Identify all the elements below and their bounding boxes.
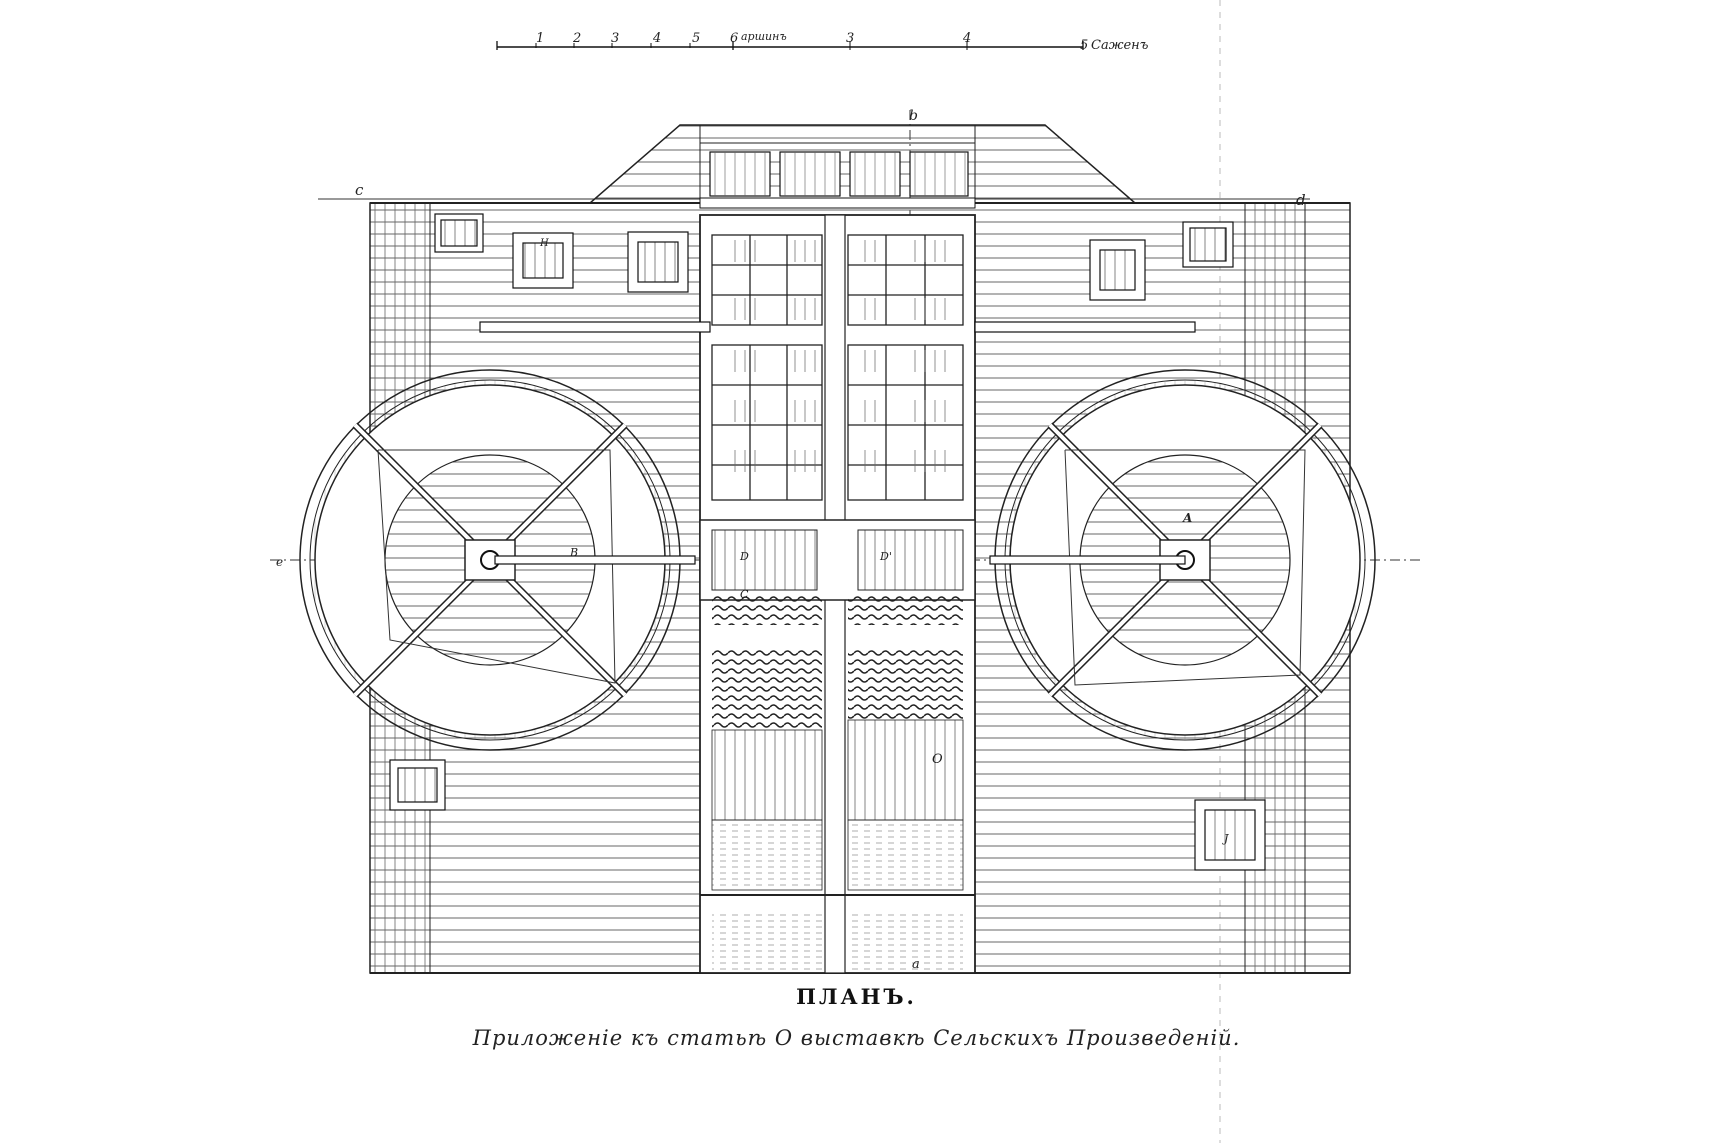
letter-labels: a b c d e A B D D' C H O J <box>276 108 1306 972</box>
central-mill-house <box>699 214 976 974</box>
label-a: a <box>912 957 920 972</box>
label-d: d <box>1296 191 1306 209</box>
scale-tick-1: 1 <box>536 31 544 46</box>
scale-tick-2: 2 <box>572 31 581 46</box>
label-c: c <box>355 181 364 199</box>
left-wheel-assembly <box>299 369 696 751</box>
scale-tick-large-5: 5 <box>1080 38 1088 53</box>
label-H: H <box>539 238 549 249</box>
scale-tick-large-4: 4 <box>962 31 971 46</box>
label-D-prime: D' <box>879 550 892 563</box>
scale-tick-large-3: 3 <box>846 31 854 46</box>
scale-tick-5: 5 <box>692 31 700 46</box>
label-C: C <box>740 588 749 601</box>
plan-caption: Приложеніе къ статьѣ О выставкѣ Сельских… <box>472 1026 1241 1050</box>
scale-tick-4: 4 <box>652 31 661 46</box>
scale-tick-3: 3 <box>611 31 619 46</box>
label-O: O <box>932 752 943 767</box>
top-bay <box>587 124 1138 209</box>
scale-bar: 1 2 3 4 5 6 аршинъ 3 4 5 Саженъ <box>496 30 1149 53</box>
label-A: A <box>1182 511 1192 525</box>
label-B: B <box>569 546 578 559</box>
label-D: D <box>739 550 749 563</box>
plan-title: ПЛАНЪ. <box>796 984 917 1009</box>
scale-unit-large: Саженъ <box>1091 38 1149 53</box>
right-wheel-assembly <box>989 369 1376 751</box>
label-b: b <box>909 108 918 124</box>
side-machines <box>389 213 1266 871</box>
label-e: e <box>276 555 283 569</box>
scale-tick-6: 6 <box>730 31 738 46</box>
scale-unit-small: аршинъ <box>741 30 787 43</box>
label-J: J <box>1222 832 1229 845</box>
